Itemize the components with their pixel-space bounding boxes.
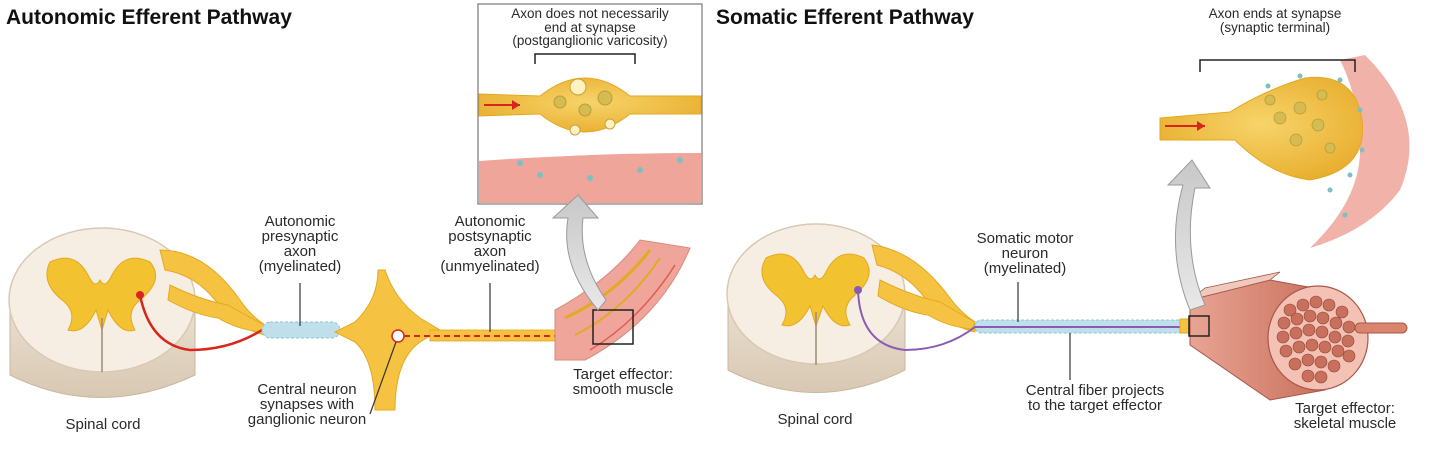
presynaptic-axon-label: Autonomic presynaptic axon (myelinated) <box>258 213 342 275</box>
postsynaptic-axon-label: Autonomic postsynaptic axon (unmyelinate… <box>440 213 540 275</box>
right-spinal-cord-label: Spinal cord <box>777 411 853 428</box>
somatic-motor-neuron-label: Somatic motor neuron (myelinated) <box>976 230 1074 277</box>
left-target-effector-label: Target effector: smooth muscle <box>572 366 674 398</box>
skeletal-muscle-target <box>1188 271 1408 401</box>
left-leader-lines <box>299 283 491 415</box>
left-title: Autonomic Efferent Pathway <box>6 6 292 29</box>
right-target-effector-label: Target effector: skeletal muscle <box>1293 400 1397 432</box>
left-preganglionic-axon <box>136 291 341 352</box>
left-inset-panel <box>477 3 703 205</box>
right-inset-caption: Axon ends at synapse (synaptic terminal) <box>1208 6 1342 35</box>
right-spinal-cord <box>726 223 906 393</box>
right-zoom-arrow <box>1166 159 1211 311</box>
right-title: Somatic Efferent Pathway <box>716 6 974 29</box>
left-spinal-cord-label: Spinal cord <box>65 416 141 433</box>
central-neuron-label: Central neuron synapses with ganglionic … <box>247 381 367 428</box>
central-fiber-label: Central fiber projects to the target eff… <box>1025 382 1165 414</box>
left-ventral-root <box>159 249 266 336</box>
left-zoom-arrow <box>551 194 607 311</box>
left-spinal-cord <box>8 227 196 398</box>
left-inset-caption: Axon does not necessarily end at synapse… <box>511 6 669 48</box>
right-leader-lines <box>1017 282 1071 380</box>
right-inset-terminal <box>1159 55 1410 248</box>
right-ventral-root <box>871 244 976 333</box>
left-ganglion <box>333 269 441 411</box>
